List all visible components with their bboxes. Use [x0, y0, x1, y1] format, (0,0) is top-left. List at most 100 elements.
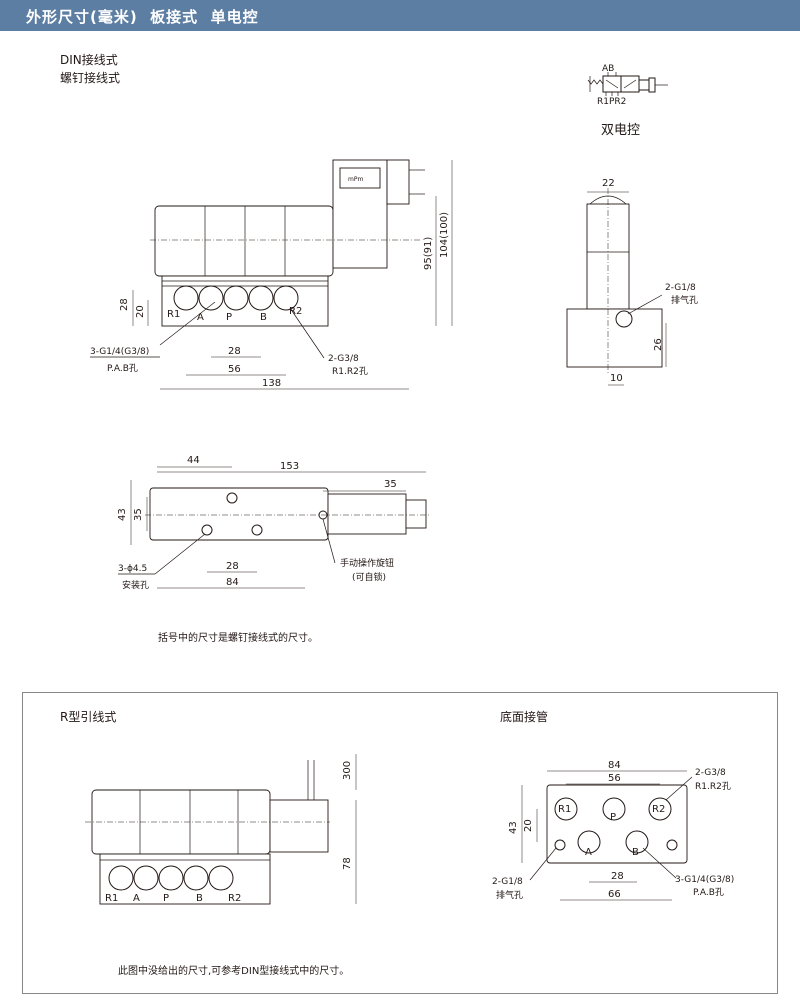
title-r-lead-type: R型引线式 [60, 710, 117, 724]
side-exhaust-port [615, 310, 633, 328]
base-port-label-p: P [610, 812, 616, 823]
callout-base-pab-thread: 3-G1/4(G3/8) [675, 875, 734, 885]
dim-top-h35: 35 [133, 508, 144, 521]
mount-hole-3 [251, 524, 263, 536]
dim-base-w66: 66 [608, 889, 621, 900]
callout-side-thread: 2-G1/8 [665, 283, 696, 293]
dim-base-w28: 28 [611, 871, 624, 882]
title-base-piping: 底面接管 [500, 710, 549, 724]
dim-top-h43: 43 [117, 508, 128, 521]
callout-r-holes: R1.R2孔 [332, 366, 368, 377]
dim-r-h78: 78 [342, 857, 353, 870]
base-plate [546, 784, 688, 864]
port-label-p: P [226, 312, 232, 323]
port-r2 [273, 285, 299, 311]
bottom-panel [22, 692, 778, 994]
callout-pab-thread: 3-G1/4(G3/8) [90, 347, 149, 357]
r-port-label-r1: R1 [105, 893, 118, 904]
r-port-a [133, 865, 159, 891]
callout-self-lock: (可自锁) [352, 571, 386, 583]
callout-base-exhaust-thread: 2-G1/8 [492, 877, 523, 887]
base-port-r1 [554, 797, 578, 821]
port-label-b: B [260, 312, 267, 323]
mount-hole-2 [201, 524, 213, 536]
coil-mark: mPm [348, 176, 363, 183]
dim-h28: 28 [119, 298, 130, 311]
dim-w56: 56 [228, 364, 241, 375]
dim-side-w22: 22 [602, 178, 615, 189]
dim-top-w153: 153 [280, 461, 299, 472]
base-port-label-r1: R1 [558, 804, 571, 815]
symbol-caption: 双电控 [601, 123, 641, 138]
dim-top-w44: 44 [187, 455, 200, 466]
symbol-ports-rpr: R1PR2 [597, 97, 626, 107]
dim-base-h43: 43 [508, 821, 519, 834]
callout-base-pab-holes: P.A.B孔 [693, 887, 724, 898]
cable-gland [386, 159, 410, 205]
base-port-b [625, 830, 649, 854]
dim-top-w28: 28 [226, 561, 239, 572]
dim-h95: 95(91) [423, 237, 434, 270]
r-port-b [183, 865, 209, 891]
base-port-label-b: B [632, 847, 639, 858]
coil-label-plate [339, 167, 381, 189]
dim-base-w56: 56 [608, 773, 621, 784]
callout-pab-holes: P.A.B孔 [107, 363, 138, 374]
base-port-label-r2: R2 [652, 804, 665, 815]
valve-body [154, 205, 334, 277]
base-port-a [577, 830, 601, 854]
label-din-wiring: DIN接线式 [60, 53, 118, 67]
front-view-drawing: mPm R1 A P B R2 28 20 28 56 138 95(91) 1… [90, 159, 453, 390]
base-port-p [602, 797, 626, 821]
page-title: 外形尺寸(毫米) 板接式 单电控 [26, 8, 259, 26]
top-view-drawing: 44 153 35 43 35 28 84 3-ϕ4.5 安装孔 手动操作旋钮 … [117, 455, 430, 591]
sub-base [161, 275, 329, 327]
dim-h20: 20 [135, 305, 146, 318]
r-coil [269, 799, 329, 853]
port-p [223, 285, 249, 311]
dim-side-w10: 10 [610, 373, 623, 384]
note-screw-dimensions: 括号中的尺寸是螺钉接线式的尺寸。 [158, 633, 318, 644]
top-connector [327, 493, 407, 535]
r-type-view-drawing: R1 A P B R2 300 78 [85, 754, 357, 905]
callout-base-exhaust-label: 排气孔 [496, 889, 523, 901]
r-port-p [158, 865, 184, 891]
port-a [198, 285, 224, 311]
r-port-label-b: B [196, 893, 203, 904]
base-exhaust-1 [554, 839, 566, 851]
r-port-label-p: P [163, 893, 169, 904]
r-port-label-a: A [133, 893, 140, 904]
port-b [248, 285, 274, 311]
base-exhaust-2 [666, 839, 678, 851]
dim-w138: 138 [262, 378, 281, 389]
base-port-r2 [648, 797, 672, 821]
base-view-drawing: R1 P R2 A B 84 56 43 20 28 66 2-G3/8 R1.… [492, 760, 734, 901]
port-r1 [173, 285, 199, 311]
port-label-r1: R1 [167, 309, 180, 320]
callout-manual-knob: 手动操作旋钮 [340, 557, 394, 569]
note-refer-din: 此图中没给出的尺寸,可参考DIN型接线式中的尺寸。 [118, 966, 350, 977]
callout-base-r-thread: 2-G3/8 [695, 768, 726, 778]
port-label-r2: R2 [289, 306, 302, 317]
base-port-label-a: A [585, 847, 592, 858]
symbol-ports-ab: AB [602, 64, 614, 74]
callout-mount-holes: 3-ϕ4.5 [118, 564, 147, 574]
dim-r-h300: 300 [342, 761, 353, 780]
r-port-label-r2: R2 [228, 893, 241, 904]
dim-side-h26: 26 [653, 338, 664, 351]
dim-base-w84: 84 [608, 760, 621, 771]
callout-mount-holes-label: 安装孔 [122, 579, 149, 591]
callout-r-thread: 2-G3/8 [328, 354, 359, 364]
label-screw-wiring: 螺钉接线式 [60, 71, 121, 85]
side-base [566, 308, 663, 368]
callout-base-r-holes: R1.R2孔 [695, 781, 731, 792]
r-port-r2 [208, 865, 234, 891]
r-sub-base [99, 853, 271, 905]
port-label-a: A [197, 312, 204, 323]
valve-symbol: AB R1PR2 [587, 64, 668, 107]
dim-h104: 104(100) [439, 212, 450, 258]
side-view-drawing: 22 26 10 2-G1/8 排气孔 [566, 178, 698, 386]
callout-side-exhaust: 排气孔 [671, 294, 698, 306]
r-port-r1 [108, 865, 134, 891]
